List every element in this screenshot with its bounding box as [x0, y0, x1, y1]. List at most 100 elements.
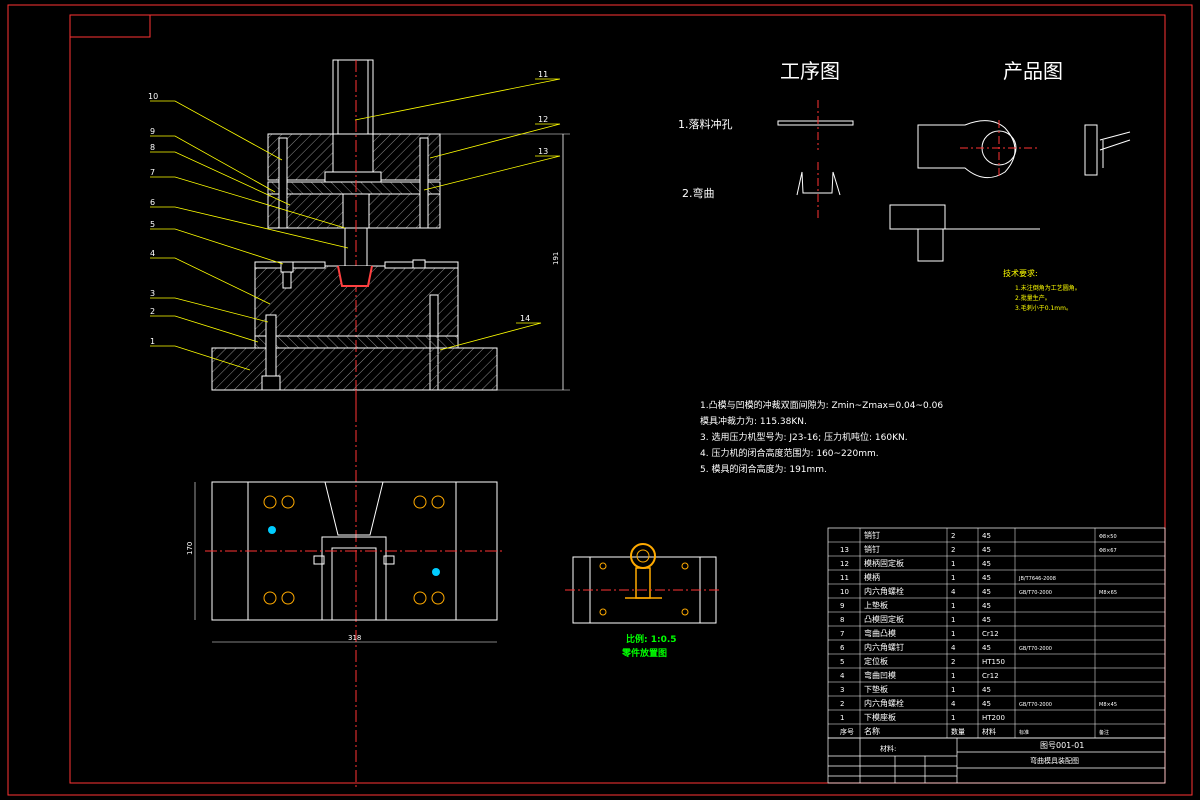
note-line-1: 1.凸模与凹模的冲裁双面间隙为: Zmin~Zmax=0.04~0.06: [700, 399, 943, 411]
bom-row-6-material: 45: [982, 644, 991, 652]
bom-row-10-note: M8×65: [1099, 590, 1117, 596]
bom-row-13-qty: 2: [951, 546, 955, 554]
process-title: 工序图: [780, 59, 840, 83]
layout-caption: 零件放置图: [621, 647, 667, 659]
bom-row-8-material: 45: [982, 616, 991, 624]
bom-header-name: 名称: [864, 726, 880, 736]
bom-row-5-no: 5: [840, 658, 844, 666]
bom-row-8-no: 8: [840, 616, 844, 624]
title-block: [827, 737, 1166, 784]
bom-row-9-qty: 1: [951, 602, 955, 610]
bom-row-10-std: GB/T70-2000: [1019, 590, 1052, 596]
bom-row-9-no: 9: [840, 602, 844, 610]
overall-height-dim: 191: [552, 252, 560, 265]
note-line-4: 4. 压力机的闭合高度范围为: 160~220mm.: [700, 447, 879, 459]
bom-row-1-material: HT200: [982, 714, 1005, 722]
process-step-1: 1.落料冲孔: [678, 117, 733, 131]
drawing-number: 图号001-01: [1040, 741, 1084, 750]
part-label-1: 1: [150, 337, 155, 346]
bom-row-10-name: 内六角螺栓: [864, 586, 904, 596]
process-sketches: [777, 100, 854, 218]
layout-scale: 比例: 1:0.5: [626, 633, 677, 645]
bom-row-12-qty: 1: [951, 560, 955, 568]
product-title: 产品图: [1003, 59, 1063, 83]
bom-header-note: 备注: [1099, 729, 1109, 736]
bom-row-4-no: 4: [840, 672, 845, 680]
tech-req-item-3: 3.毛刺小于0.1mm。: [1015, 304, 1072, 312]
bom-row-3-no: 3: [840, 686, 844, 694]
bom-row-11-std: JB/T7646-2008: [1018, 576, 1056, 582]
bom-row-9-material: 45: [982, 602, 991, 610]
bom-row-11-material: 45: [982, 574, 991, 582]
note-line-3: 3. 选用压力机型号为: J23-16; 压力机吨位: 160KN.: [700, 431, 908, 443]
bom-row-10-no: 10: [840, 588, 849, 596]
bom-row-4-qty: 1: [951, 672, 955, 680]
drawing-name: 弯曲模具装配图: [1030, 756, 1079, 765]
bom-row-2-note: M8×45: [1099, 702, 1117, 708]
bom-row-6-qty: 4: [951, 644, 956, 652]
bom-row-11-name: 模柄: [864, 572, 880, 582]
part-number-labels: 1 2 3 4 5 6 7 8 9 10 11 12 13 14: [148, 70, 548, 346]
part-label-6: 6: [150, 198, 155, 207]
bom-row-extra-material: 45: [982, 532, 991, 540]
bom-row-3-qty: 1: [951, 686, 955, 694]
part-label-11: 11: [538, 70, 548, 79]
bom-row-5-name: 定位板: [864, 656, 888, 666]
bom-row-2-name: 内六角螺栓: [864, 698, 904, 708]
bom-row-11-qty: 1: [951, 574, 955, 582]
bom-row-2-qty: 4: [951, 700, 956, 708]
part-label-2: 2: [150, 307, 155, 316]
bom-row-8-qty: 1: [951, 616, 955, 624]
bom-row-13-no: 13: [840, 546, 849, 554]
sheet-border: [7, 4, 1193, 796]
tech-req-item-2: 2.批量生产。: [1015, 294, 1051, 302]
bom-row-5-material: HT150: [982, 658, 1005, 666]
bom-header-std: 标准: [1019, 729, 1029, 736]
bom-row-4-material: Cr12: [982, 672, 999, 680]
bom-row-2-material: 45: [982, 700, 991, 708]
part-label-5: 5: [150, 220, 155, 229]
bom-row-6-no: 6: [840, 644, 845, 652]
bom-header-qty: 数量: [951, 727, 965, 736]
bom-row-6-name: 内六角螺钉: [864, 642, 904, 652]
bom-row-7-material: Cr12: [982, 630, 999, 638]
bom-row-extra-name: 销钉: [864, 530, 880, 540]
bom-row-13-name: 销钉: [864, 544, 880, 554]
tech-req-title: 技术要求:: [1003, 268, 1038, 278]
bom-row-3-material: 45: [982, 686, 991, 694]
note-line-5: 5. 模具的闭合高度为: 191mm.: [700, 463, 827, 475]
part-label-9: 9: [150, 127, 155, 136]
bom-row-3-name: 下垫板: [864, 684, 888, 694]
bom-row-1-qty: 1: [951, 714, 955, 722]
product-sketches: [889, 120, 1131, 262]
plan-view: [194, 481, 505, 643]
part-label-3: 3: [150, 289, 155, 298]
bom-row-12-name: 模柄固定板: [864, 558, 904, 568]
material-label: 材料:: [880, 744, 896, 753]
note-line-2: 模具冲裁力为: 115.38KN.: [700, 415, 807, 427]
bom-row-12-no: 12: [840, 560, 849, 568]
assembly-notes: 1.凸模与凹模的冲裁双面间隙为: Zmin~Zmax=0.04~0.06 模具冲…: [700, 399, 943, 475]
bom-row-13-material: 45: [982, 546, 991, 554]
part-label-13: 13: [538, 147, 548, 156]
part-label-14: 14: [520, 314, 530, 323]
bom-row-7-qty: 1: [951, 630, 955, 638]
bom-row-11-no: 11: [840, 574, 849, 582]
bom-row-10-qty: 4: [951, 588, 956, 596]
bom-row-1-no: 1: [840, 714, 844, 722]
bom-row-8-name: 凸模固定板: [864, 614, 904, 624]
part-label-12: 12: [538, 115, 548, 124]
bom-row-extra-note: Φ8×50: [1099, 534, 1117, 540]
plan-height-dim: 170: [186, 542, 194, 555]
tech-req-item-1: 1.未注倒角为工艺圆角。: [1015, 284, 1081, 292]
front-section-view: [211, 59, 570, 790]
bom-row-10-material: 45: [982, 588, 991, 596]
bom-header-material: 材料: [982, 727, 996, 736]
layout-view: [565, 543, 720, 624]
process-step-2: 2.弯曲: [682, 186, 715, 200]
bom-row-7-name: 弯曲凸模: [864, 628, 896, 638]
part-label-4: 4: [150, 249, 155, 258]
bom-row-1-name: 下模座板: [864, 712, 896, 722]
